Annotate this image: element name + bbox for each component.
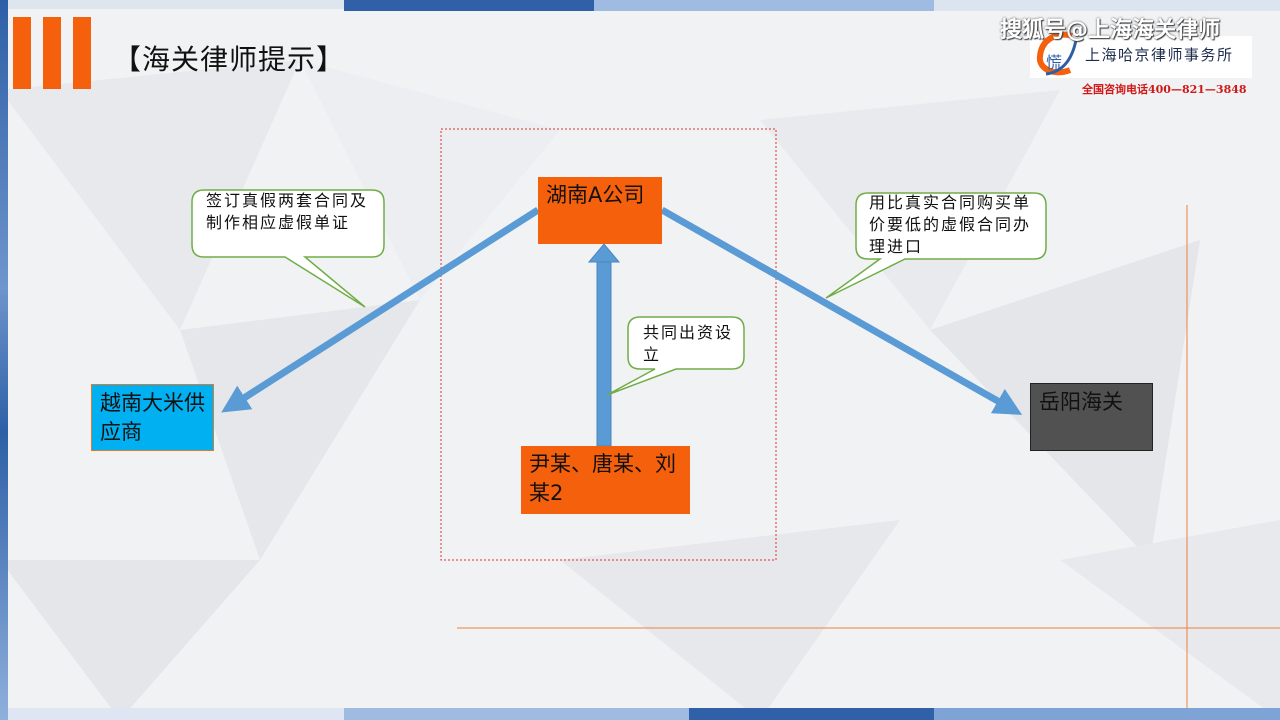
firm-logo-icon: 慌 [1036,31,1078,76]
callout-middle-text: 共同出资设立 [643,323,734,364]
company-dotted-frame [440,128,777,561]
logo-glyph: 慌 [1046,53,1062,72]
arrow-company-to-supplier [221,207,540,413]
callout-middle-bubble [606,316,745,396]
callout-right-bubble [825,192,1047,299]
node-founders: 尹某、唐某、刘某2 [521,446,690,514]
watermark-firm-name: 上海哈京律师事务所 [1085,46,1234,64]
callout-right-text: 用比真实合同购买单价要低的虚假合同办理进口 [869,193,1032,256]
node-yueyang-customs: 岳阳海关 [1030,383,1153,451]
title-accent-bar [43,17,61,89]
node-hunan-company-a: 湖南A公司 [538,177,662,244]
title-accent-bar [73,17,91,89]
left-accent-strip [0,0,8,720]
watermark-phone: 全国咨询电话400—821—3848 [1082,83,1247,96]
callout-left-text: 签订真假两套合同及制作相应虚假单证 [206,191,369,232]
watermark-account: 搜狐号@上海海关律师 [1000,18,1221,43]
arrow-founders-to-company [587,243,621,447]
title-accent-bar [13,17,31,89]
slide-title: 【海关律师提示】 [113,43,346,76]
node-vietnam-rice-supplier: 越南大米供应商 [91,384,214,451]
arrow-company-to-customs [660,206,1023,415]
callout-left-bubble [191,189,385,308]
